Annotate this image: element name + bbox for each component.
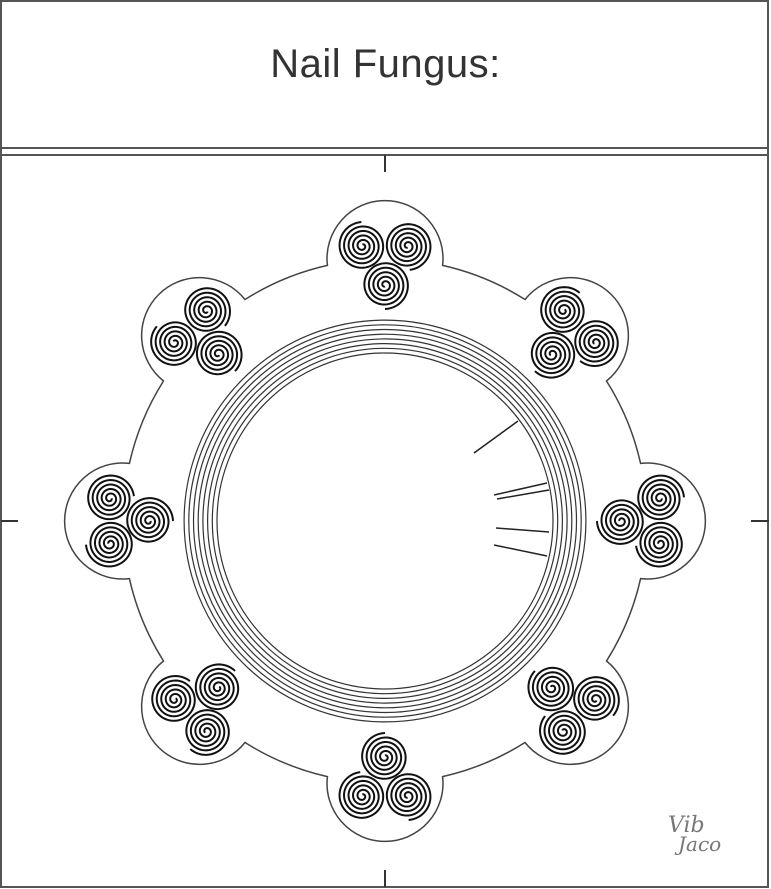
triple-spiral (150, 287, 243, 376)
indicator-line (473, 420, 519, 454)
ring (188, 324, 582, 718)
spiral (527, 666, 575, 712)
ring (183, 319, 587, 723)
flower-outline (63, 199, 707, 843)
signature-line-2: Jaco (674, 832, 721, 856)
page-title: Nail Fungus: (270, 42, 501, 86)
signature-line-1: Vib (668, 813, 705, 838)
artist-signature: Vib Jaco (668, 813, 721, 856)
spiral (530, 331, 576, 379)
spiral (385, 223, 432, 271)
ring (202, 338, 568, 704)
spiral (637, 474, 685, 521)
ring (216, 352, 554, 690)
indicator-line (493, 544, 548, 557)
ring (192, 328, 578, 714)
concentric-rings (183, 319, 587, 723)
spiral (573, 676, 620, 721)
spiral (540, 286, 585, 333)
triple-spiral (338, 221, 432, 310)
spiral (635, 521, 683, 568)
spiral (87, 474, 135, 521)
spiral-clusters (85, 221, 685, 821)
spiral (596, 499, 644, 545)
spiral (184, 287, 231, 332)
spiral (385, 773, 432, 821)
spiral (574, 320, 619, 367)
spiral (361, 732, 407, 780)
spiral (194, 663, 240, 711)
ring (211, 347, 559, 695)
spiral (363, 262, 409, 310)
ring (207, 343, 563, 699)
spiral (338, 221, 385, 269)
spiral (85, 521, 133, 568)
spiral (150, 321, 197, 366)
indicator-line (495, 527, 550, 533)
triple-spiral (151, 663, 240, 756)
triple-spiral (530, 286, 619, 379)
triple-spiral (85, 474, 174, 568)
indicator-line (496, 489, 550, 500)
spiral (195, 330, 243, 376)
triple-spiral (338, 732, 432, 821)
indicator-lines (473, 420, 550, 557)
spiral (539, 710, 586, 755)
triple-spiral (596, 474, 685, 568)
spiral (338, 771, 385, 819)
indicator-line (493, 482, 548, 496)
spiral (151, 675, 196, 722)
ring (197, 333, 573, 709)
spiral (126, 497, 174, 543)
triple-spiral (527, 666, 620, 755)
spiral (185, 709, 230, 756)
